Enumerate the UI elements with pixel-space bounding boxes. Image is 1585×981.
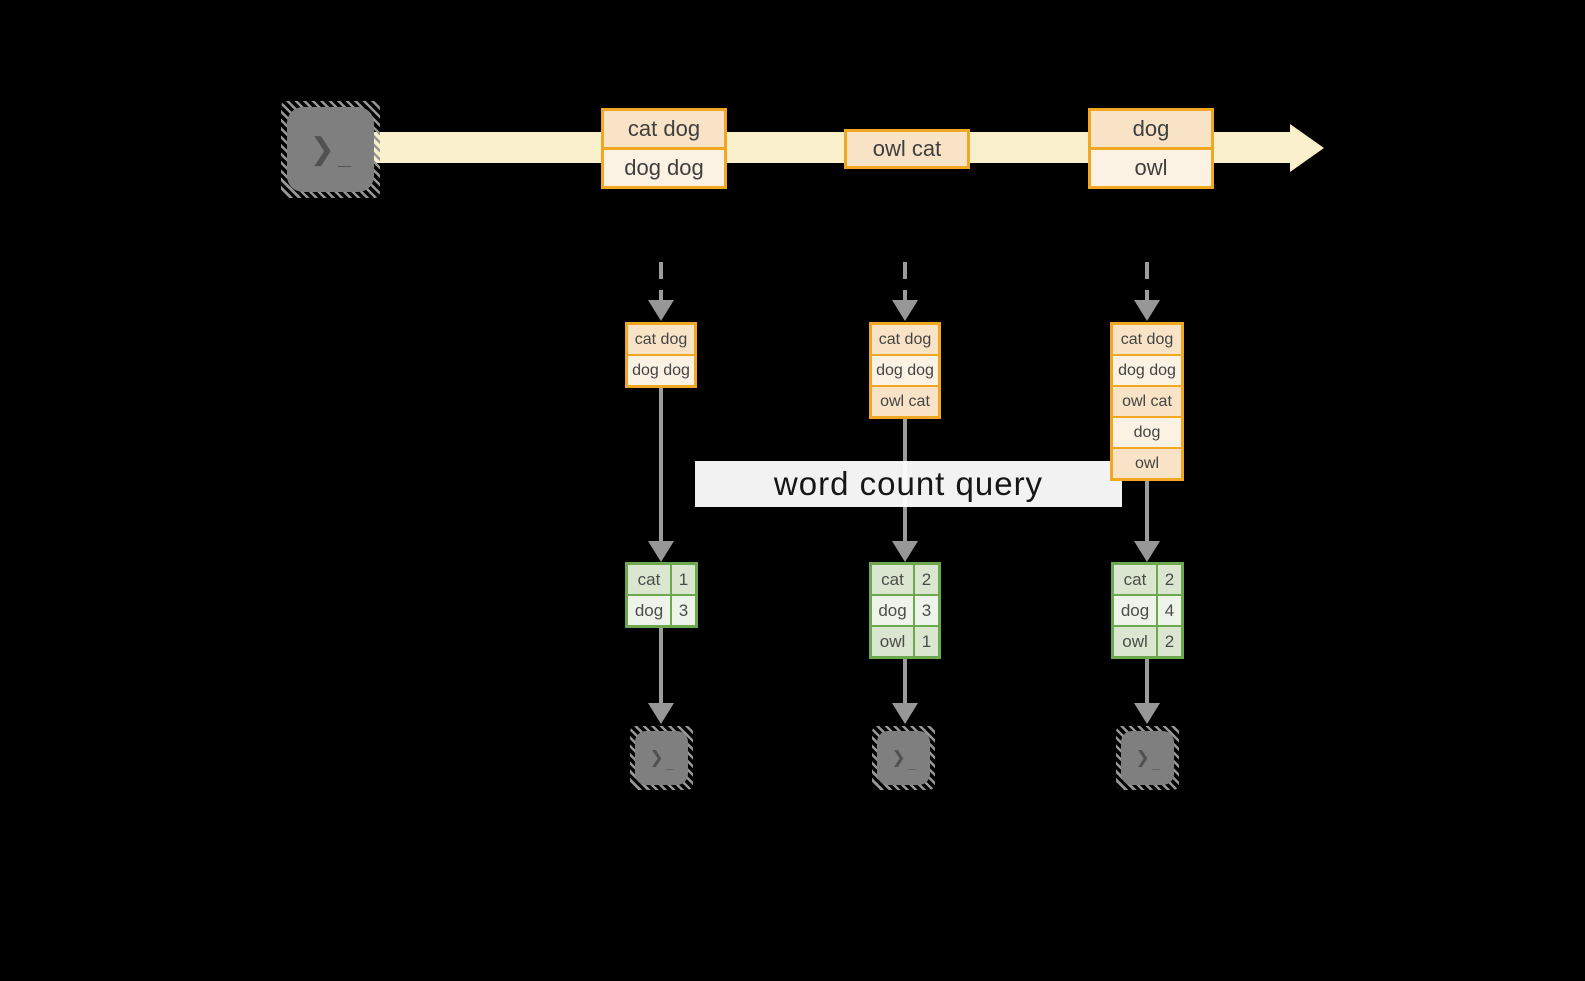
terminal-prompt-icon: ❯	[649, 748, 664, 767]
sink-terminal-icon-2: ❯ _	[872, 726, 935, 790]
table-row: owl 1	[872, 627, 938, 656]
table-row: dog 4	[1114, 596, 1181, 625]
terminal-screen: ❯ _	[635, 731, 688, 785]
table-row: dog 3	[872, 596, 938, 625]
terminal-cursor-icon: _	[907, 754, 916, 771]
stream-batch-1: cat dog dog dog	[601, 108, 727, 189]
stream-batch-2: owl cat	[844, 129, 970, 169]
dashed-arrow-line	[1145, 262, 1149, 300]
dashed-arrow-line	[659, 262, 663, 300]
batch-record: owl cat	[847, 132, 967, 166]
word-cell: cat	[1114, 565, 1156, 594]
sink-terminal-icon-3: ❯ _	[1116, 726, 1179, 790]
word-count-table-3: cat 2 dog 4 owl 2	[1111, 562, 1184, 659]
word-cell: owl	[872, 627, 913, 656]
word-cell: dog	[872, 596, 913, 625]
state-box-3: cat dog dog dog owl cat dog owl	[1110, 322, 1184, 481]
table-row: owl 2	[1114, 627, 1181, 656]
query-label: word count query	[773, 465, 1044, 502]
table-row: cat 2	[1114, 565, 1181, 594]
batch-record: cat dog	[604, 111, 724, 147]
terminal-cursor-icon: _	[337, 142, 352, 170]
state-record: owl cat	[872, 387, 938, 416]
word-cell: owl	[1114, 627, 1156, 656]
state-record: cat dog	[628, 325, 694, 354]
batch-record: owl	[1091, 150, 1211, 186]
state-record: dog dog	[872, 356, 938, 385]
arrow-line	[1145, 659, 1149, 704]
state-record: cat dog	[1113, 325, 1181, 354]
state-box-1: cat dog dog dog	[625, 322, 697, 388]
batch-record: dog	[1091, 111, 1211, 147]
batch-record: dog dog	[604, 150, 724, 186]
arrow-line	[1145, 481, 1149, 542]
word-cell: dog	[628, 596, 670, 625]
table-row: cat 2	[872, 565, 938, 594]
terminal-cursor-icon: _	[665, 754, 674, 771]
count-cell: 2	[1158, 627, 1181, 656]
arrow-head-icon	[892, 300, 918, 321]
terminal-screen: ❯ _	[1121, 731, 1174, 785]
arrow-line	[659, 388, 663, 542]
state-record: cat dog	[872, 325, 938, 354]
arrow-head-icon	[892, 541, 918, 562]
producer-terminal-icon: ❯ _	[281, 101, 380, 198]
state-record: owl	[1113, 449, 1181, 478]
arrow-head-icon	[1134, 300, 1160, 321]
word-count-table-1: cat 1 dog 3	[625, 562, 698, 628]
arrow-line	[659, 628, 663, 704]
word-cell: cat	[872, 565, 913, 594]
table-row: dog 3	[628, 596, 695, 625]
count-cell: 2	[915, 565, 938, 594]
state-record: dog	[1113, 418, 1181, 447]
arrow-line	[903, 659, 907, 704]
terminal-prompt-icon: ❯	[1135, 748, 1150, 767]
arrow-head-icon	[892, 703, 918, 724]
arrow-head-icon	[648, 703, 674, 724]
stream-arrow-head-icon	[1290, 124, 1324, 172]
sink-terminal-icon-1: ❯ _	[630, 726, 693, 790]
table-row: cat 1	[628, 565, 695, 594]
stream-batch-3: dog owl	[1088, 108, 1214, 189]
arrow-head-icon	[648, 300, 674, 321]
count-cell: 4	[1158, 596, 1181, 625]
terminal-prompt-icon: ❯	[891, 748, 906, 767]
count-cell: 1	[672, 565, 695, 594]
state-record: dog dog	[628, 356, 694, 385]
terminal-screen: ❯ _	[877, 731, 930, 785]
count-cell: 3	[915, 596, 938, 625]
state-record: owl cat	[1113, 387, 1181, 416]
dashed-arrow-line	[903, 262, 907, 300]
terminal-cursor-icon: _	[1151, 754, 1160, 771]
count-cell: 2	[1158, 565, 1181, 594]
word-count-table-2: cat 2 dog 3 owl 1	[869, 562, 941, 659]
state-box-2: cat dog dog dog owl cat	[869, 322, 941, 419]
count-cell: 1	[915, 627, 938, 656]
word-cell: dog	[1114, 596, 1156, 625]
terminal-prompt-icon: ❯	[309, 133, 335, 166]
arrow-head-icon	[648, 541, 674, 562]
arrow-head-icon	[1134, 703, 1160, 724]
state-record: dog dog	[1113, 356, 1181, 385]
terminal-screen: ❯ _	[287, 107, 374, 192]
arrow-head-icon	[1134, 541, 1160, 562]
query-label-band: word count query	[695, 461, 1122, 507]
word-cell: cat	[628, 565, 670, 594]
count-cell: 3	[672, 596, 695, 625]
